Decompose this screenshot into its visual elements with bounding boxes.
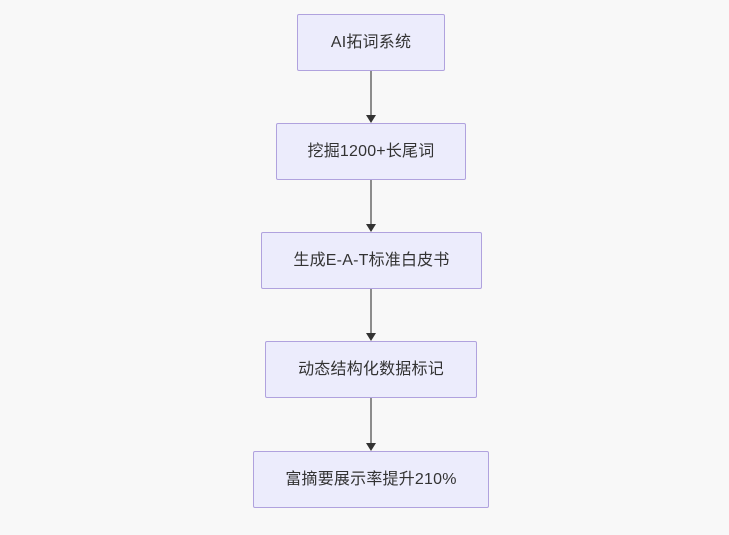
flow-node-2-label: 挖掘1200+长尾词: [307, 142, 435, 160]
flow-node-4[interactable]: 动态结构化数据标记: [265, 341, 477, 398]
flow-node-2[interactable]: 挖掘1200+长尾词: [276, 123, 466, 180]
connector-line: [370, 180, 372, 225]
arrowhead-down-icon: [366, 443, 376, 451]
flow-connector-4-5: [360, 398, 382, 451]
flow-node-1-label: AI拓词系统: [330, 33, 412, 51]
flow-connector-2-3: [360, 180, 382, 232]
flow-node-3[interactable]: 生成E-A-T标准白皮书: [261, 232, 482, 289]
flow-node-5-label: 富摘要展示率提升210%: [285, 470, 457, 488]
flow-node-3-label: 生成E-A-T标准白皮书: [293, 251, 450, 269]
connector-line: [370, 71, 372, 116]
connector-line: [370, 289, 372, 334]
arrowhead-down-icon: [366, 333, 376, 341]
flow-node-4-label: 动态结构化数据标记: [298, 360, 444, 378]
arrowhead-down-icon: [366, 224, 376, 232]
flow-connector-1-2: [360, 71, 382, 123]
arrowhead-down-icon: [366, 115, 376, 123]
flow-node-5[interactable]: 富摘要展示率提升210%: [253, 451, 489, 508]
connector-line: [370, 398, 372, 444]
flow-connector-3-4: [360, 289, 382, 341]
flow-node-1[interactable]: AI拓词系统: [297, 14, 445, 71]
